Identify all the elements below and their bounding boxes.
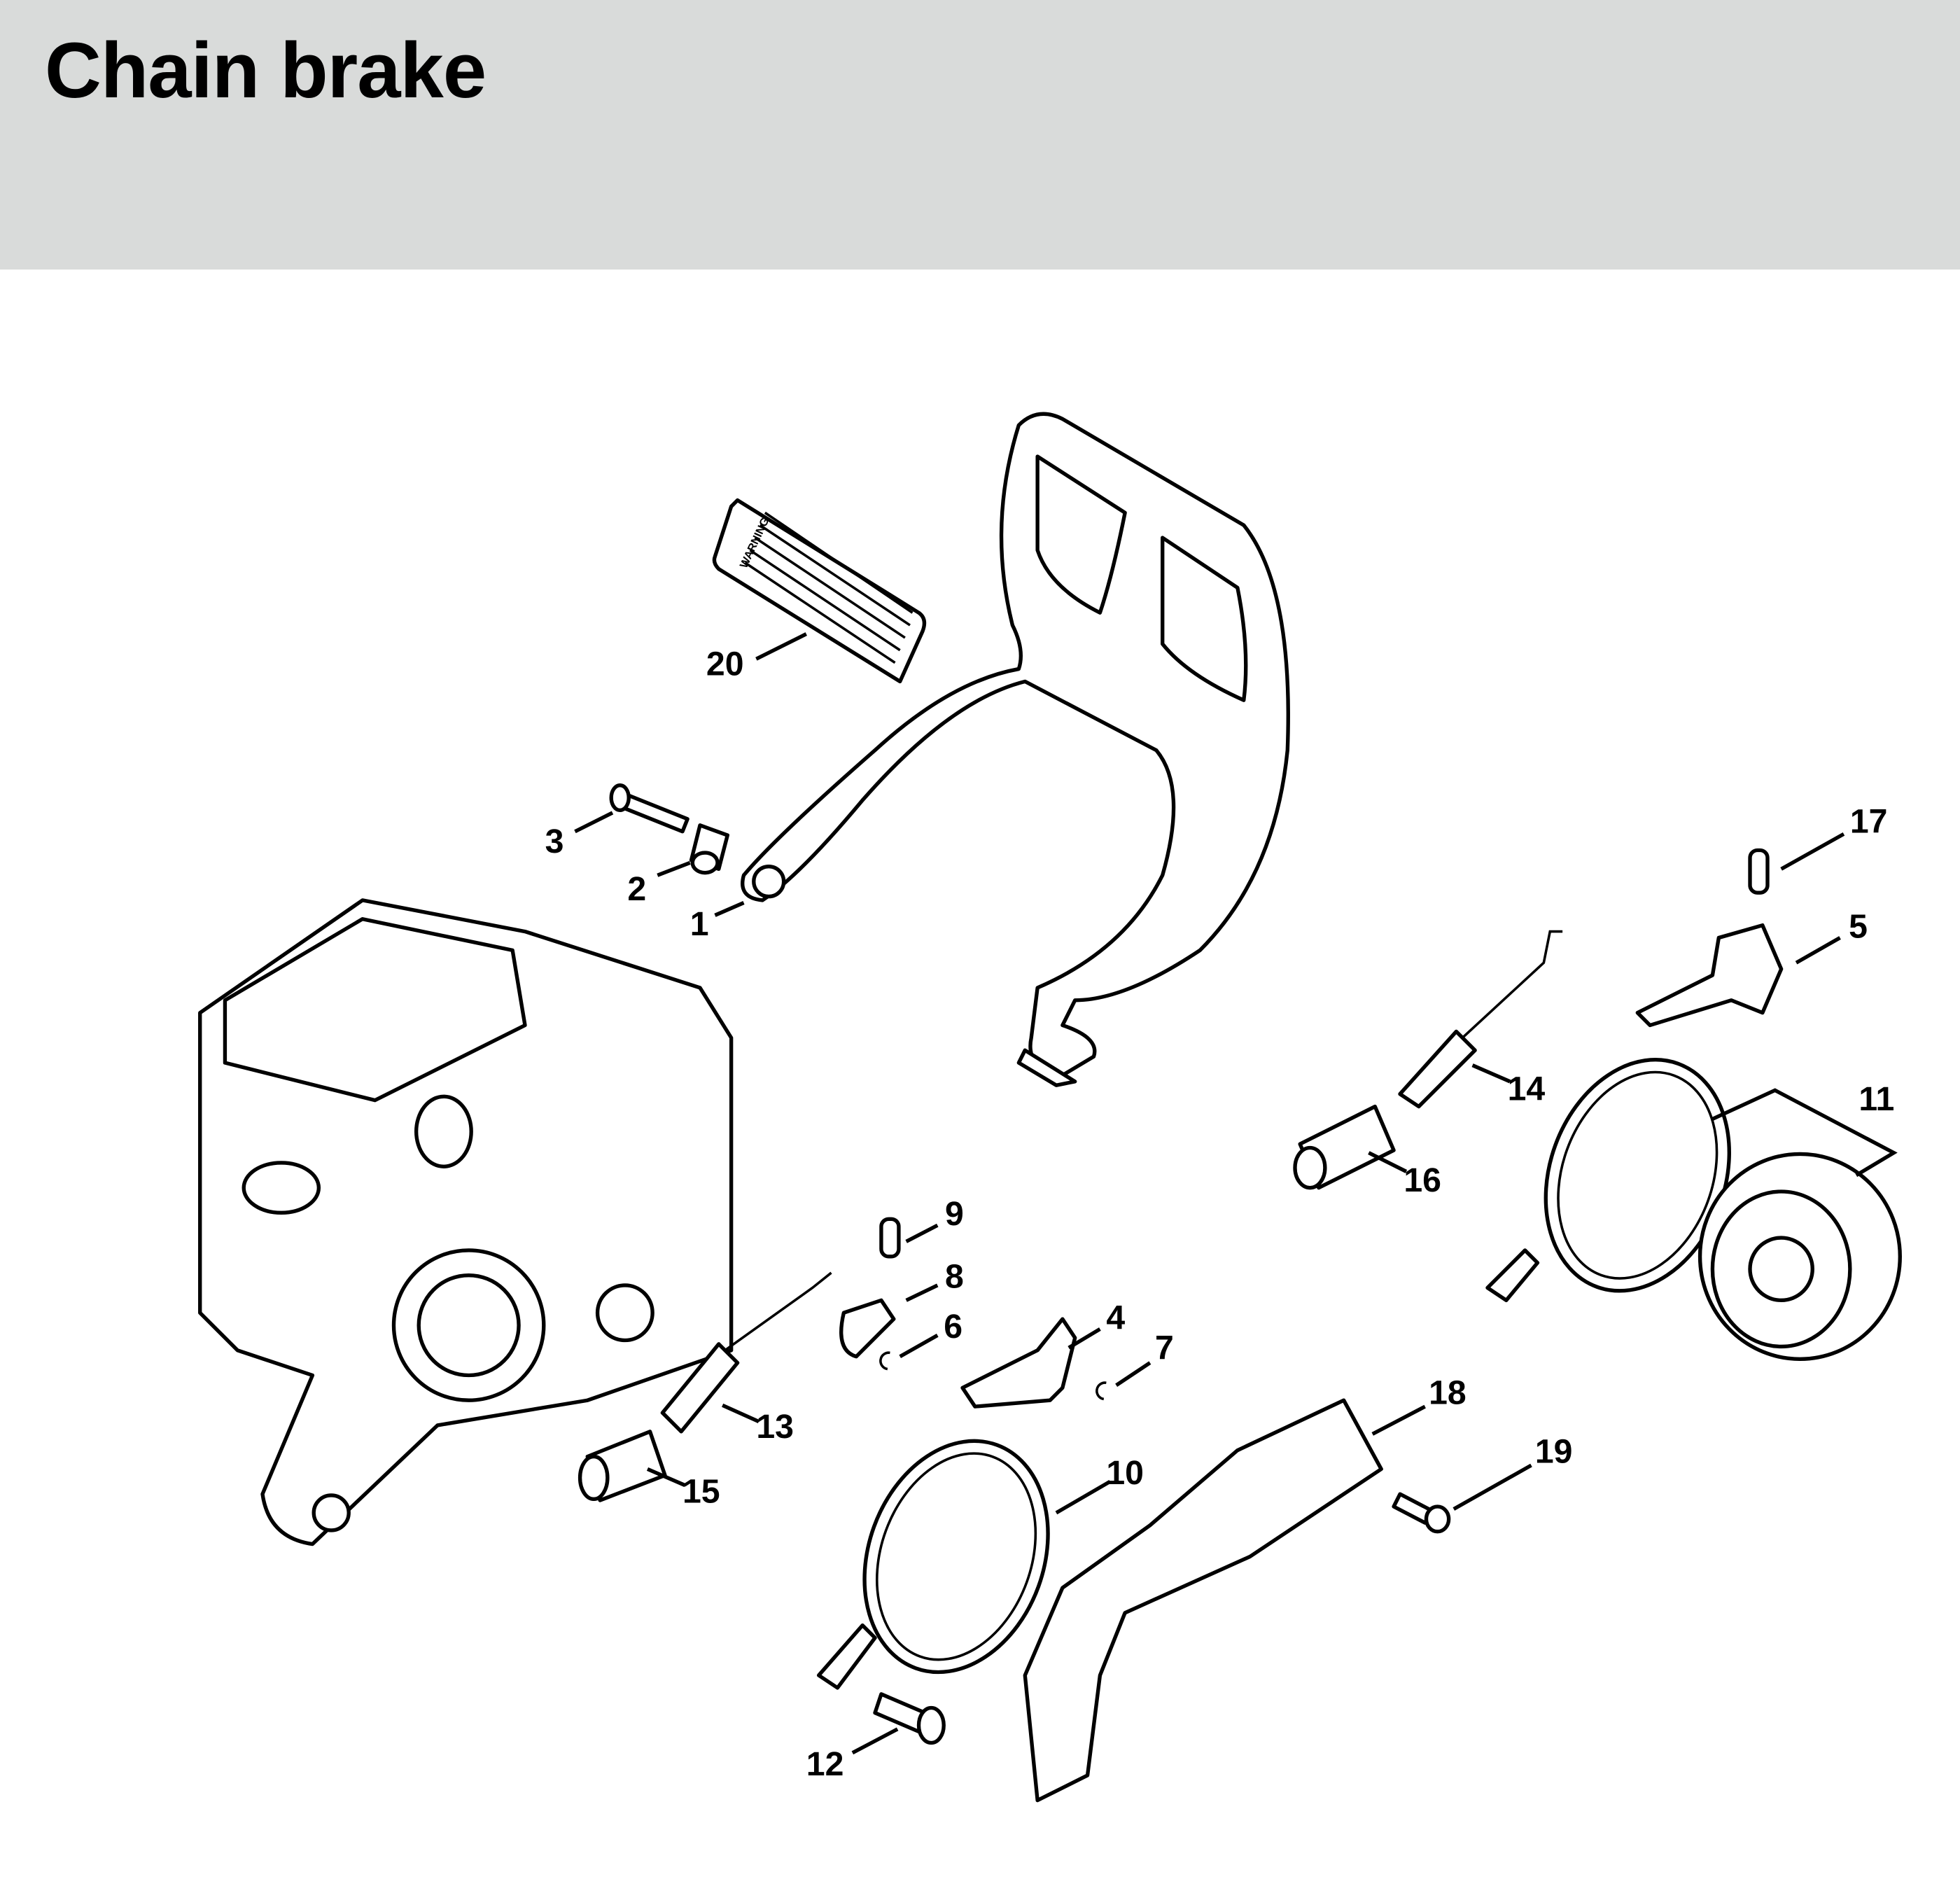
callout-4[interactable]: 4: [1106, 1299, 1125, 1336]
spring-14[interactable]: [1398, 930, 1563, 1109]
callout-15[interactable]: 15: [682, 1473, 720, 1511]
spring-13[interactable]: [660, 1271, 832, 1434]
e-clip-6[interactable]: [879, 1351, 890, 1371]
callout-12[interactable]: 12: [806, 1745, 844, 1783]
callout-17[interactable]: 17: [1850, 803, 1888, 841]
screw-19[interactable]: [1392, 1492, 1451, 1534]
bell-crank-8[interactable]: [839, 1298, 896, 1359]
e-clip-7[interactable]: [1096, 1381, 1107, 1401]
warning-decal: WARNING: [712, 498, 927, 684]
leader-lines: [574, 632, 1898, 1755]
crankcase: [198, 898, 734, 1546]
sleeve-15[interactable]: [578, 1430, 667, 1502]
callout-16[interactable]: 16: [1404, 1161, 1441, 1199]
callout-3[interactable]: 3: [545, 823, 564, 860]
callout-18[interactable]: 18: [1429, 1374, 1466, 1412]
callout-11[interactable]: 11: [1858, 1080, 1894, 1118]
callout-6[interactable]: 6: [944, 1308, 962, 1346]
callout-7[interactable]: 7: [1155, 1329, 1174, 1367]
callout-14[interactable]: 14: [1508, 1070, 1546, 1108]
spring-17[interactable]: [1748, 848, 1770, 895]
chain-sprocket-cover-18[interactable]: [1023, 1398, 1383, 1803]
sleeve-16[interactable]: [1293, 1104, 1396, 1190]
bell-crank-5[interactable]: [1635, 923, 1784, 1028]
screw-12[interactable]: [873, 1692, 946, 1745]
callout-1[interactable]: 1: [690, 905, 709, 943]
brake-band-10[interactable]: [816, 1415, 1079, 1698]
spring-9[interactable]: [879, 1217, 901, 1259]
brake-band-11[interactable]: [1485, 1034, 1760, 1317]
screw-3[interactable]: [609, 783, 690, 834]
callout-9[interactable]: 9: [945, 1195, 964, 1233]
callout-13[interactable]: 13: [756, 1408, 794, 1446]
callout-5[interactable]: 5: [1849, 908, 1868, 946]
page-title: Chain brake: [45, 27, 486, 114]
callout-8[interactable]: 8: [945, 1258, 964, 1296]
callout-10[interactable]: 10: [1106, 1454, 1144, 1492]
hand-guard[interactable]: [741, 412, 1290, 1087]
sleeve-2[interactable]: [689, 823, 729, 875]
callout-20[interactable]: 20: [706, 645, 744, 683]
callout-labels: 1 2 3 4 5 6 7 8 9 10 11 12 13 14 15 16 1…: [545, 645, 1895, 1783]
lever-4[interactable]: [960, 1317, 1077, 1409]
callout-2[interactable]: 2: [627, 870, 646, 908]
sprocket-11[interactable]: [1698, 1152, 1902, 1361]
callout-19[interactable]: 19: [1535, 1432, 1573, 1470]
header-bar: Chain brake: [0, 0, 1960, 270]
